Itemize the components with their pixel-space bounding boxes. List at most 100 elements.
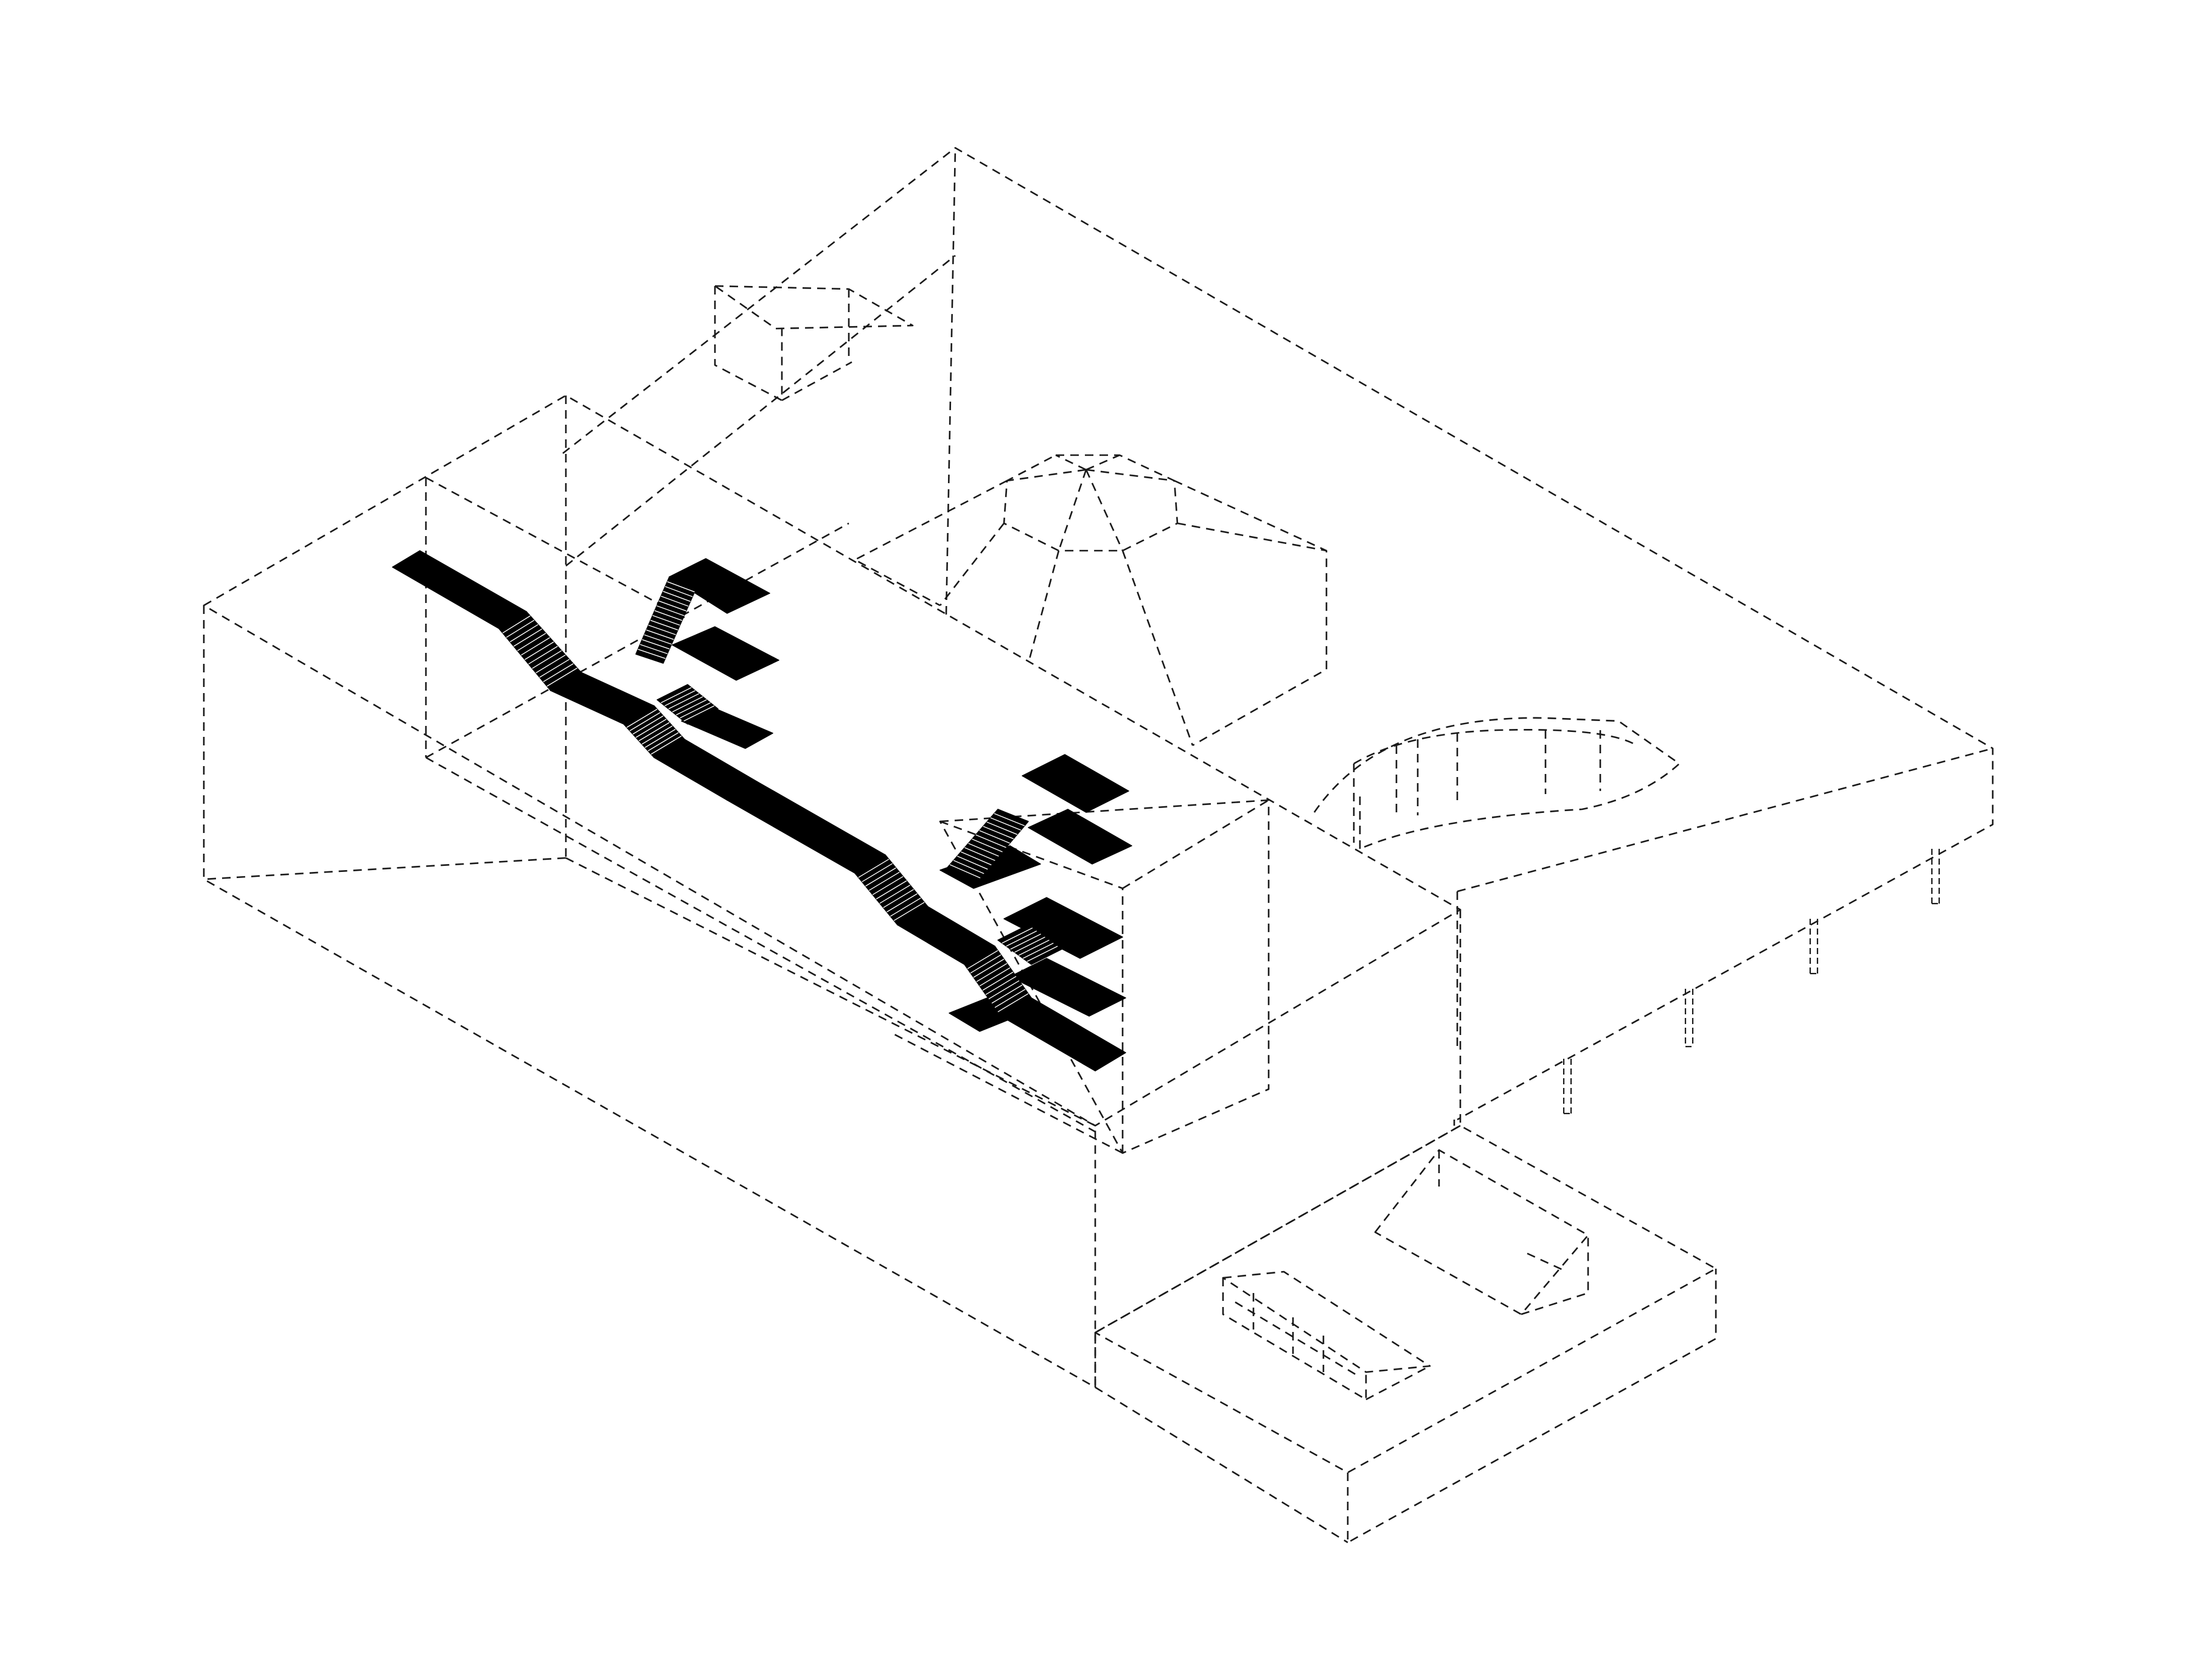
stair-tread (991, 985, 1023, 1004)
stair-tread (539, 658, 570, 678)
stair-tread (646, 629, 674, 640)
stair-tread (524, 641, 554, 660)
stair-tread (657, 605, 685, 616)
stair-tread (994, 989, 1026, 1008)
stair-tread (972, 838, 1003, 852)
stair-tread (528, 646, 558, 664)
stair-tread (638, 649, 666, 659)
stair-tread (642, 639, 670, 650)
curved-ramp (1313, 717, 1681, 850)
stair-tread (650, 735, 682, 755)
stair-tread (667, 581, 695, 593)
stair-tread (644, 728, 676, 748)
stair-tread (858, 859, 890, 878)
stair-tread (1002, 927, 1033, 944)
stair-tread (968, 843, 999, 857)
stair-tread (964, 847, 995, 861)
stair-tread (865, 867, 896, 887)
stair-tread (893, 902, 925, 921)
stair-tread (1026, 946, 1058, 962)
stair-tread (502, 615, 531, 633)
stair-tread (997, 993, 1029, 1013)
stair-tread (635, 719, 667, 738)
stair-tread (644, 634, 672, 645)
stair-tread (668, 693, 700, 709)
stair-tread (975, 834, 1006, 848)
stair-tread (949, 864, 981, 879)
stair-tread (654, 610, 683, 621)
stair-tread (632, 715, 664, 735)
roof-lantern (714, 285, 914, 402)
stair-treads (502, 581, 1058, 1013)
stair-tread (973, 958, 1005, 978)
lower-branch-stairs (939, 754, 1132, 1032)
stair-tread (982, 971, 1014, 991)
dome (854, 454, 1328, 747)
stair-tread (661, 596, 689, 607)
plaza-skylight-right (1374, 1149, 1589, 1316)
column-2 (1684, 989, 1694, 1048)
stair-tread (1022, 943, 1054, 959)
stair-tread (983, 826, 1014, 840)
stair-tread (979, 967, 1011, 987)
plaza-skylight-left (1222, 1270, 1431, 1401)
stair-tread (994, 813, 1025, 826)
column-4 (1931, 849, 1940, 905)
stair-tread (883, 889, 915, 908)
stair-tread (967, 950, 998, 969)
stair-tread (1010, 933, 1041, 950)
stair-tread (509, 624, 538, 643)
stair-tread (546, 667, 577, 687)
stair-tread (543, 663, 574, 683)
stair-tread (976, 963, 1008, 982)
stair-tread (961, 851, 992, 866)
stair-tread (683, 705, 715, 722)
column-3 (1809, 919, 1819, 975)
stair-tread (957, 856, 988, 870)
stair-tread (650, 619, 678, 630)
stair-tread (648, 624, 676, 635)
stair-tread (660, 687, 692, 703)
stair-tread (986, 821, 1018, 835)
stair-tread (652, 615, 680, 626)
stair-tread (953, 860, 984, 874)
stair-tread (872, 876, 904, 896)
stair-tread (879, 884, 911, 904)
stair-tread (862, 863, 893, 882)
stair-tread (970, 954, 1002, 974)
stair-tread (506, 619, 535, 638)
stair-tread (641, 725, 673, 745)
rear-wing (562, 147, 1994, 1121)
stair-tread (629, 712, 661, 731)
stair-tread (513, 628, 543, 647)
stair-tread (887, 893, 918, 913)
stair-tread (680, 702, 711, 719)
stair-tower (894, 799, 1270, 1154)
stair-tread (672, 696, 703, 713)
stair-tread (658, 601, 687, 612)
stair-tread (1006, 930, 1037, 947)
stair-tread (663, 591, 691, 602)
column-1 (1563, 1059, 1572, 1115)
stair-tread (990, 817, 1022, 831)
stair-tread (868, 871, 900, 891)
stair-tread (664, 586, 693, 598)
stair-tread (532, 650, 562, 669)
stair-tread (988, 980, 1020, 1000)
stair-tread (647, 732, 679, 751)
stair-tread (517, 633, 546, 652)
stair-tread (979, 830, 1010, 844)
stair-tread (639, 644, 668, 655)
ghost-massing (203, 147, 1994, 1544)
stair-tread (535, 654, 566, 674)
pilotis-columns (1563, 849, 1940, 1115)
stair-tread (1019, 939, 1050, 956)
stair-and-walkway-system (392, 550, 1132, 1072)
stair-tread (638, 722, 670, 742)
stair-tread (876, 880, 907, 900)
main-block (203, 394, 1462, 1389)
stair-tread (521, 637, 550, 656)
stair-tread (985, 975, 1017, 995)
stair-tread (626, 708, 658, 728)
